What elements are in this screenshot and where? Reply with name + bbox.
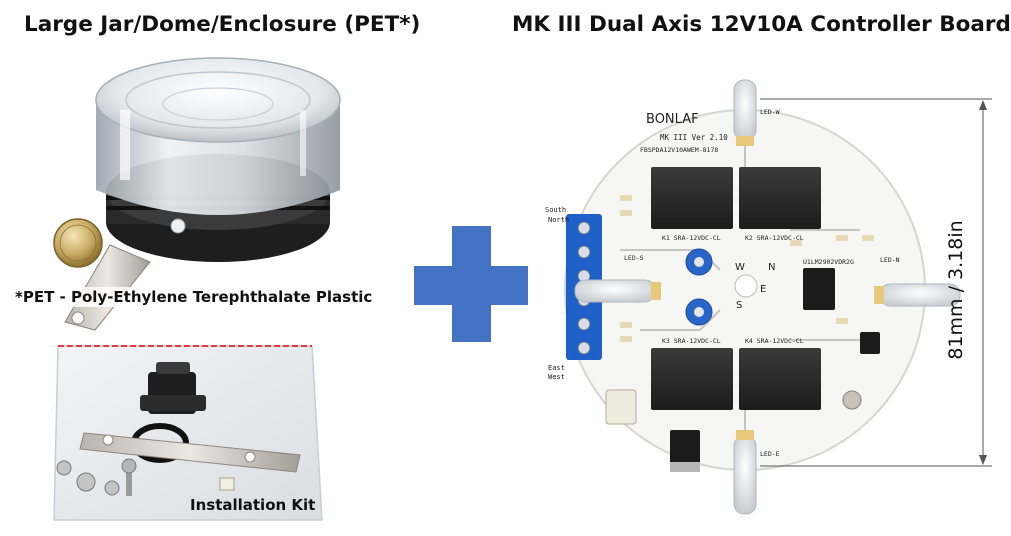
- led-sensor-bottom: [733, 430, 757, 515]
- controller-board-photo: BONLAF MK III Ver 2.10 FBSPDA12V10AWEM-8…: [545, 79, 961, 515]
- terminal-label-east: East: [548, 364, 565, 372]
- led-label-n: LED-N: [880, 256, 900, 264]
- led-sensor-right: [874, 283, 961, 307]
- relay-k1-label: K1 SRA-12VDC-CL: [662, 234, 721, 242]
- center-hole: [734, 274, 758, 298]
- relay-k3-label: K3 SRA-12VDC-CL: [662, 337, 721, 345]
- plus-sign: [414, 226, 528, 342]
- terminal-label-west: West: [548, 373, 565, 381]
- chip-label: U1LM2902VDR2G: [803, 258, 854, 266]
- dimension-marker: [760, 98, 992, 467]
- ldr-sensor: [842, 390, 862, 410]
- dimension-label: 81mm / 3.18in: [945, 220, 967, 360]
- bracket-bar: [79, 432, 301, 473]
- ic-chip: [803, 268, 835, 310]
- led-label-w: LED-W: [760, 108, 780, 116]
- compass-n: N: [768, 262, 775, 273]
- terminal-label-south: South: [545, 206, 566, 214]
- quarter-coin: [53, 218, 103, 268]
- led-label-e: LED-E: [760, 450, 780, 458]
- enclosure-title: Large Jar/Dome/Enclosure (PET*): [24, 12, 421, 37]
- installation-kit-photo: [53, 345, 323, 521]
- terminal-label-north: North: [548, 216, 569, 224]
- relay-k3: [651, 348, 733, 410]
- relay-k4-label: K4 SRA-12VDC-CL: [745, 337, 804, 345]
- partno-text: FBSPDA12V10AWEM-8178: [640, 146, 718, 154]
- led-sensor-top: [733, 79, 757, 146]
- cable-gland: [140, 362, 206, 414]
- connector: [605, 389, 637, 425]
- plastic-bag: [53, 345, 323, 521]
- relay-k4: [739, 348, 821, 410]
- brand-text: BONLAF: [646, 112, 699, 127]
- dome-enclosure-photo: [53, 57, 341, 331]
- pet-footnote: *PET - Poly-Ethylene Terephthalate Plast…: [12, 287, 376, 307]
- regulator: [670, 430, 700, 470]
- led-sensor-left: [574, 279, 661, 303]
- installation-kit-label: Installation Kit: [190, 496, 316, 514]
- controller-board-title: MK III Dual Axis 12V10A Controller Board: [512, 12, 1011, 37]
- compass-w: W: [735, 262, 745, 273]
- relay-k1: [651, 167, 733, 229]
- compass-s: S: [736, 300, 742, 311]
- relay-k2-label: K2 SRA-12VDC-CL: [745, 234, 804, 242]
- version-text: MK III Ver 2.10: [660, 133, 728, 142]
- relay-k2: [739, 167, 821, 229]
- led-label-s: LED-S: [624, 254, 644, 262]
- compass-e: E: [760, 284, 766, 295]
